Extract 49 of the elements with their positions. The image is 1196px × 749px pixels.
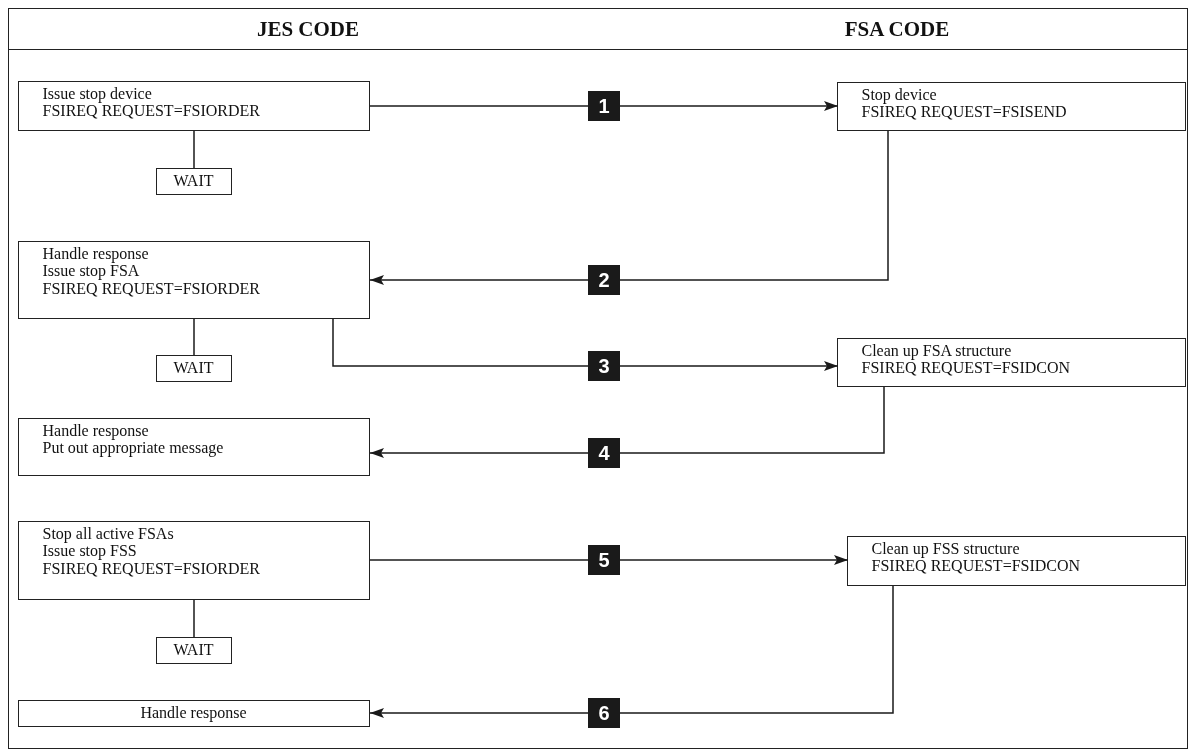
connector-line [193, 130, 195, 169]
step-number: 4 [588, 438, 620, 468]
box-text: Issue stop FSS [42, 542, 138, 561]
box-text: Clean up FSA structure [861, 341, 1013, 360]
step-number: 2 [588, 265, 620, 295]
process-box [17, 80, 370, 131]
arrow [369, 386, 885, 458]
box-text: FSIREQ REQUEST=FSIORDER [42, 102, 261, 121]
box-text: WAIT [172, 171, 215, 190]
box-text: FSIREQ REQUEST=FSIORDER [42, 560, 261, 579]
box-text: Stop all active FSAs [42, 524, 175, 543]
process-box [17, 520, 370, 600]
arrow [332, 318, 839, 371]
process-box [846, 535, 1186, 586]
process-box [17, 417, 370, 476]
box-text: Issue stop device [42, 84, 153, 103]
process-box [17, 240, 370, 319]
process-box [836, 81, 1186, 131]
step-number: 1 [588, 91, 620, 121]
box-text: Stop device [861, 85, 938, 104]
box-text: WAIT [172, 358, 215, 377]
box-text: FSIREQ REQUEST=FSIDCON [871, 557, 1082, 576]
process-box [17, 699, 370, 727]
box-text: Handle response [42, 244, 150, 263]
box-text: FSIREQ REQUEST=FSIORDER [42, 280, 261, 299]
wait-box [155, 636, 232, 664]
box-text: FSIREQ REQUEST=FSIDCON [861, 359, 1072, 378]
arrow [369, 555, 849, 565]
wait-box [155, 354, 232, 382]
box-text: Handle response [42, 421, 150, 440]
arrow [369, 130, 889, 285]
wait-box [155, 167, 232, 195]
arrow [369, 585, 894, 718]
step-number: 6 [588, 698, 620, 728]
box-text: Put out appropriate message [42, 439, 225, 458]
box-text: WAIT [172, 640, 215, 659]
lane-header: FSA CODE [607, 9, 1187, 50]
process-box [836, 337, 1186, 387]
step-number: 3 [588, 351, 620, 381]
swimlane [8, 8, 608, 749]
lane-header: JES CODE [9, 9, 607, 50]
connector-line [193, 318, 195, 356]
box-text: Issue stop FSA [42, 262, 140, 281]
arrow [369, 101, 839, 111]
box-text: FSIREQ REQUEST=FSISEND [861, 103, 1068, 122]
box-text: Handle response [139, 703, 248, 722]
box-text: Clean up FSS structure [871, 539, 1021, 558]
step-number: 5 [588, 545, 620, 575]
connector-line [193, 599, 195, 638]
